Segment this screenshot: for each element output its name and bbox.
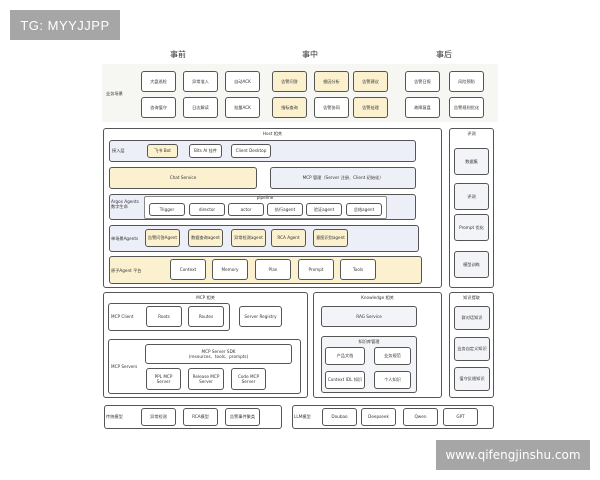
scenario-box: 告警处理 (353, 97, 388, 118)
access-item: Bits AI 挂件 (189, 144, 222, 158)
eval-title: 评测 (467, 131, 476, 136)
phase-during: 事中 (302, 50, 318, 59)
kb-item: 个人知识 (374, 371, 411, 389)
knowledge-title: Knowledge 相关 (361, 295, 394, 300)
mcp-server-sdk-box: MCP Server SDK (resources、tools、prompts) (145, 344, 292, 364)
mcp-server-item: Release MCP Server (188, 368, 224, 390)
extract-item: 群对话知识 (454, 306, 490, 330)
business-scenarios-label: 业务场景 (106, 91, 123, 96)
kb-item: 业务规范 (374, 347, 411, 365)
scenario-box: 咨询值守 (141, 97, 176, 118)
scene-agent-item: 异常检测agent (231, 229, 266, 247)
scenario-box: 告警问答 (272, 71, 307, 92)
access-layer-label: 接入层 (112, 148, 125, 153)
phase-after: 事后 (436, 50, 452, 59)
platform-item: Prompt (298, 259, 334, 280)
access-item: Client Desktop (231, 144, 271, 158)
watermark-bottom-right: www.qifengjinshu.com (436, 440, 590, 470)
eval-item: 评测 (454, 183, 489, 210)
scenario-box: 指标查询 (272, 97, 307, 118)
llm-model-item: GPT (443, 408, 478, 426)
rag-service-box: RAG Service (321, 306, 417, 327)
platform-item: Memory (212, 259, 248, 280)
scenario-box: 异常准入 (183, 71, 218, 92)
scene-agent-item: 意图识别agent (313, 229, 348, 247)
pipeline-item: 总结agent (346, 203, 382, 216)
phase-before: 事前 (170, 50, 186, 59)
kb-management-title: 知识库管理 (358, 339, 380, 344)
extract-item: 值守反馈知识 (454, 367, 490, 391)
sdk-subtitle: (resources、tools、prompts) (188, 354, 249, 359)
access-item: 飞书 Bot (147, 144, 178, 158)
server-registry-box: Server Registry (239, 306, 282, 327)
scenario-box: 大盘巡检 (141, 71, 176, 92)
sdk-title: MCP Server SDK (201, 348, 236, 354)
watermark-top-left: TG: MYYJJPP (10, 10, 120, 40)
eval-item: Prompt 优化 (454, 214, 489, 241)
mcp-client-label: MCP Client (111, 314, 134, 319)
scenario-box: 告警日报 (405, 71, 440, 92)
pipeline-item: actor (228, 203, 264, 216)
llm-model-item: Deepseek (361, 408, 396, 426)
eval-item: 数据集 (454, 148, 489, 175)
mcp-server-item: Code MCP Server (231, 368, 266, 390)
platform-item: Context (170, 259, 206, 280)
scene-agent-item: RCA Agent (271, 229, 306, 247)
traditional-model-item: 异常检测 (141, 408, 176, 426)
mcp-manage-box: MCP 管理（Server 注册、Client 初始化） (270, 167, 416, 189)
mcp-server-item: PPL MCP Server (146, 368, 181, 390)
traditional-model-item: RCA模型 (183, 408, 218, 426)
mcp-client-item: Routes (188, 306, 224, 327)
argos-agents-label: Argos Agents 数字生命 (111, 199, 139, 210)
scenario-box: 日志解读 (183, 97, 218, 118)
pipeline-item: 验证agent (306, 203, 342, 216)
scenario-box: 故障复盘 (405, 97, 440, 118)
kb-item: 产品文档 (325, 347, 365, 365)
platform-item: Plan (255, 259, 291, 280)
pipeline-label: pipeline (256, 195, 274, 200)
scenario-box: 自动ACK (225, 71, 260, 92)
llm-models-label: LLM模型 (294, 414, 311, 419)
single-scene-agents-label: 单场景Agents (111, 236, 139, 241)
traditional-models-label: 传统模型 (106, 414, 123, 419)
llm-model-item: Doubao (322, 408, 357, 426)
mcp-title: MCP 相关 (196, 295, 215, 300)
scenario-box: 根因分析 (314, 71, 349, 92)
pipeline-item: director (189, 203, 225, 216)
platform-item: Tools (340, 259, 376, 280)
scenario-box: 告警建议 (353, 71, 388, 92)
scene-agent-item: 告警问答Agent (145, 229, 180, 247)
scenario-box: 风险预防 (449, 71, 484, 92)
mcp-servers-label: MCP Servers (111, 364, 138, 369)
mcp-client-item: Roots (146, 306, 182, 327)
host-title: Host 相关 (262, 131, 283, 136)
scenario-box: 告警协同 (314, 97, 349, 118)
chat-service-box: Chat Service (109, 167, 257, 189)
scenario-box: 批量ACK (225, 97, 260, 118)
eval-item: 模型训练 (454, 251, 489, 278)
traditional-model-item: 告警事件聚类 (225, 408, 260, 426)
scenario-box: 告警规则优化 (449, 97, 484, 118)
llm-model-item: Qwen (403, 408, 438, 426)
pipeline-item: 执行agent (267, 203, 303, 216)
extract-item: 业务自定义知识 (454, 337, 490, 361)
scene-agent-item: 数据查询agent (188, 229, 223, 247)
kb-item: Context IDL 知识 (325, 371, 365, 389)
agent-platform-label: 原子Agent 平台 (111, 268, 142, 273)
pipeline-item: Trigger (149, 203, 185, 216)
knowledge-extract-title: 知识提取 (463, 295, 480, 300)
